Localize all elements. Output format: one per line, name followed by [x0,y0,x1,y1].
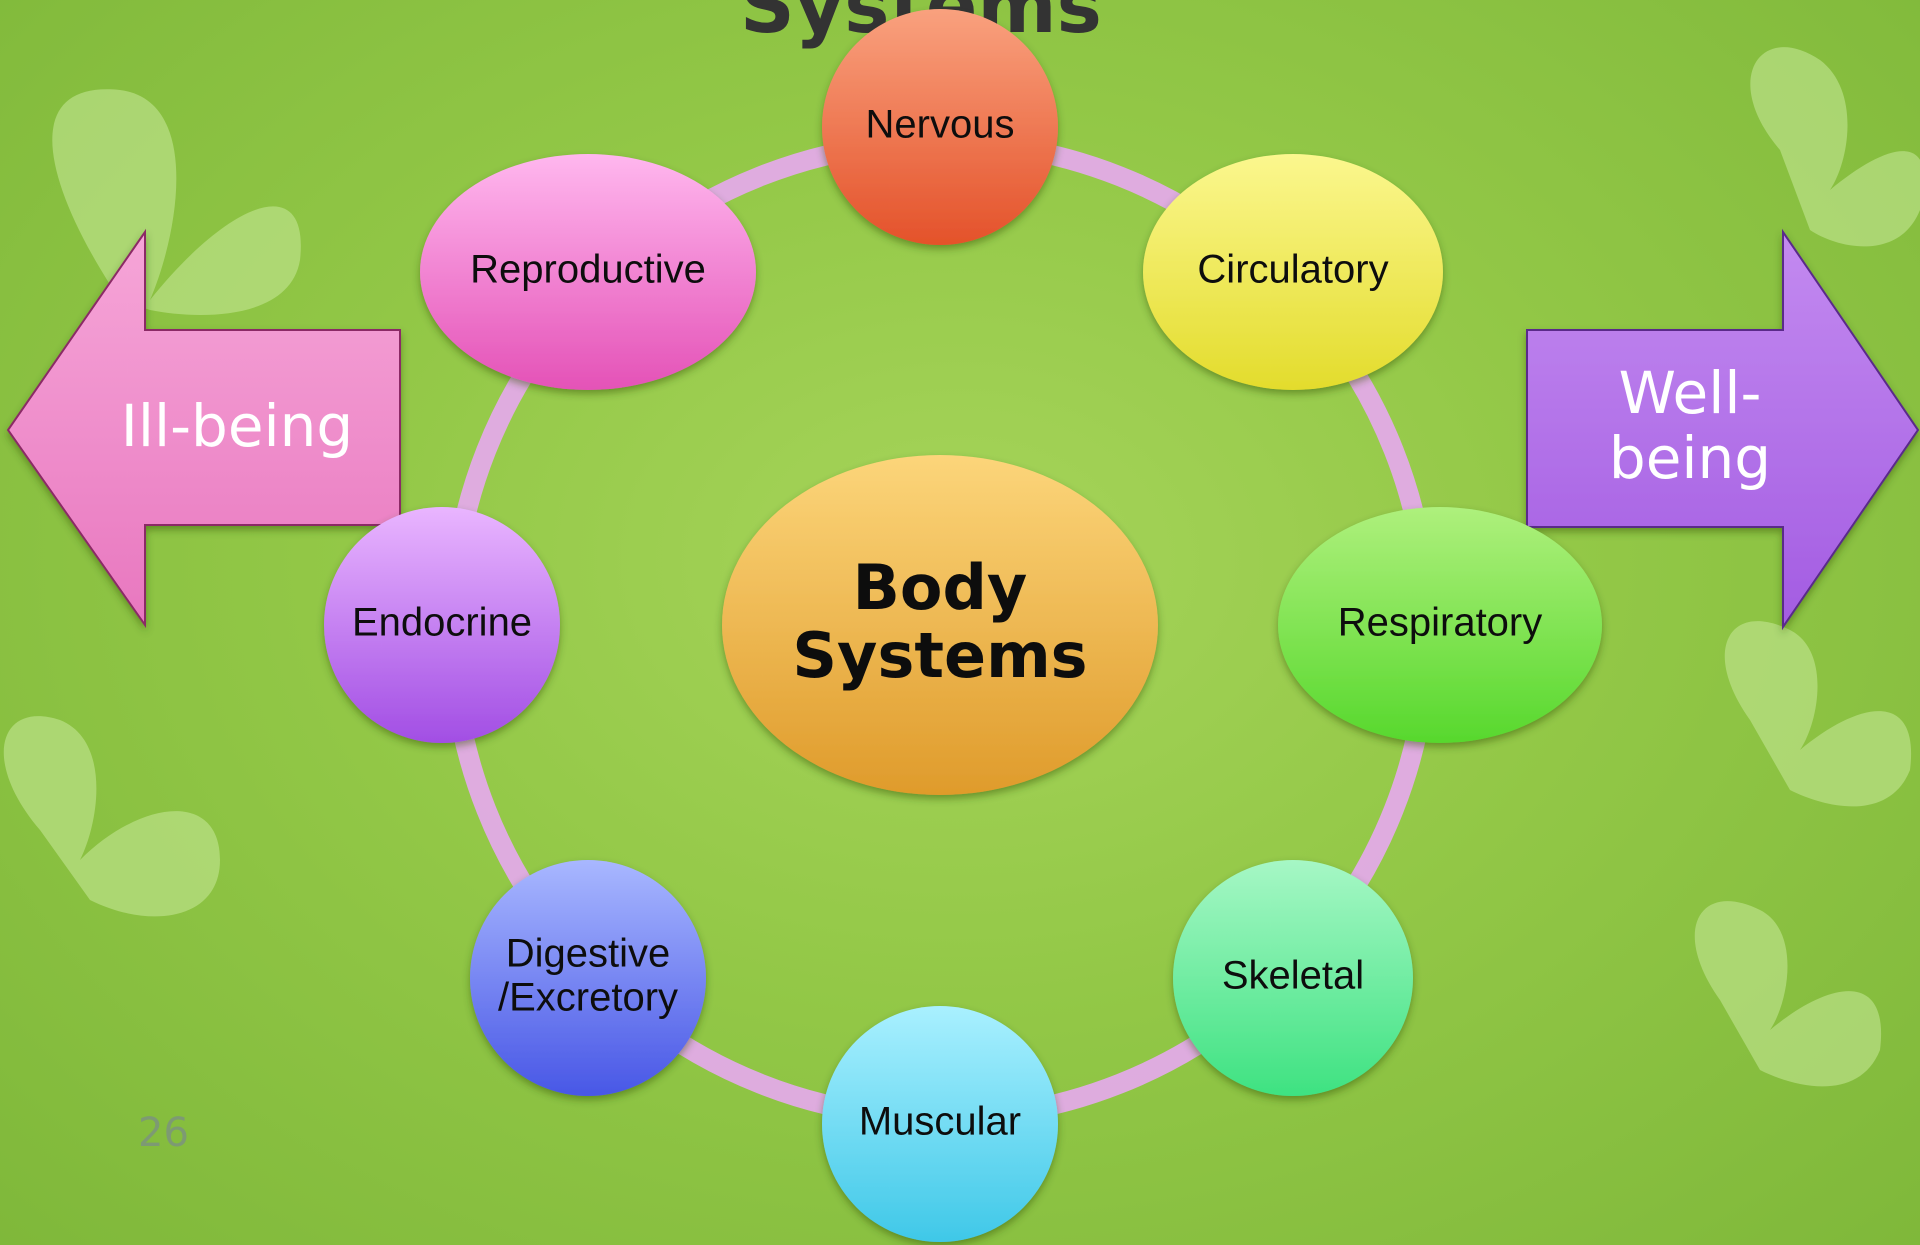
node-label: Reproductive [470,248,706,292]
node-circulatory: Circulatory [1143,154,1443,390]
node-label-line1: Digestive [506,932,671,976]
node-nervous: Nervous [822,9,1058,245]
node-label: Circulatory [1197,248,1388,292]
node-skeletal: Skeletal [1173,860,1413,1096]
page-number: 26 [138,1110,189,1156]
butterfly-decoration-icons [3,47,1920,1087]
node-label: Endocrine [352,601,532,645]
ill-being-arrow: Ill-being [6,228,401,629]
well-being-label-line1: Well- [1619,359,1762,427]
node-respiratory: Respiratory [1278,507,1602,743]
ill-being-label: Ill-being [121,392,353,460]
node-muscular: Muscular [822,1006,1058,1242]
node-label-line2: /Excretory [498,976,678,1020]
node-reproductive: Reproductive [420,154,756,390]
node-label: Skeletal [1222,954,1364,998]
body-systems-center: Body Systems [722,455,1158,795]
node-endocrine: Endocrine [324,507,560,743]
well-being-arrow: Well- being [1526,228,1920,631]
well-being-label-line2: being [1609,424,1771,492]
node-label: Muscular [859,1100,1021,1144]
node-label: Nervous [866,103,1015,147]
node-digestive-excretory: Digestive /Excretory [470,860,706,1096]
center-label-line2: Systems [792,619,1087,692]
center-label-line1: Body [853,551,1028,624]
node-label: Respiratory [1338,601,1543,645]
